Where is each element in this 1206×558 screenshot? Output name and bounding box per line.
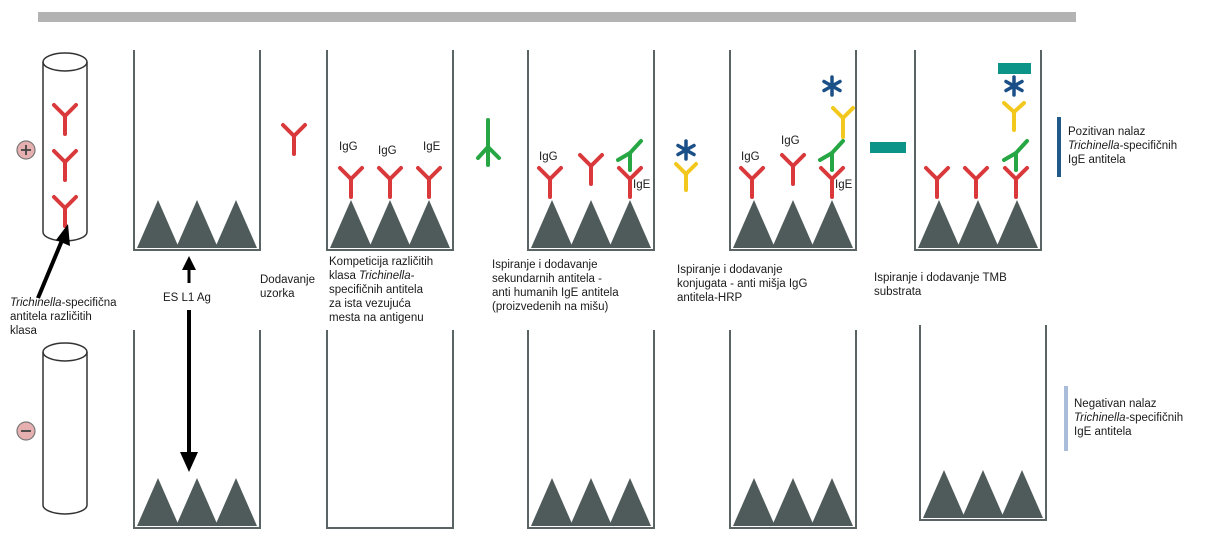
well4-igg-2: IgG xyxy=(781,135,800,147)
positive-legend-label: Pozitivan nalaz Trichinella-specifičnih … xyxy=(1068,126,1178,166)
tube-negative xyxy=(42,342,88,515)
well-top-5 xyxy=(914,50,1042,251)
well-top-1 xyxy=(133,50,261,251)
minus-sign-icon xyxy=(16,421,36,441)
well4-igg-1: IgG xyxy=(741,151,760,163)
antigen-arrow-up xyxy=(182,256,196,283)
antigen-arrow-down xyxy=(180,310,198,472)
negative-legend-label: Negativan nalaz Trichinella-specifičnih … xyxy=(1074,398,1184,438)
sample-label: Dodavanje uzorka xyxy=(260,274,315,300)
conjugate-label: Ispiranje i dodavanje konjugata - anti m… xyxy=(677,264,808,304)
well2-ige: IgE xyxy=(423,141,441,153)
secondary-label: Ispiranje i dodavanje sekundarnih antite… xyxy=(492,259,619,313)
well-top-4 xyxy=(729,50,857,251)
tmb-substrate-free xyxy=(870,142,906,153)
tube-positive xyxy=(42,52,88,242)
tmb-label: Ispiranje i dodavanje TMB substrata xyxy=(874,272,1007,298)
well2-igg-2: IgG xyxy=(378,145,397,157)
tube-label: Trichinella-specifična antitela različit… xyxy=(10,297,117,337)
well-top-3 xyxy=(527,50,655,251)
plus-sign-icon xyxy=(16,140,36,160)
tube-pointer-arrow xyxy=(36,224,70,299)
well3-igg: IgG xyxy=(539,151,558,163)
header-bar xyxy=(38,12,1076,22)
well3-ige: IgE xyxy=(633,179,651,191)
tmb-substrate-bar xyxy=(998,63,1031,74)
competition-label: Kompeticija različitih klasa Trichinella… xyxy=(329,256,434,324)
well4-ige: IgE xyxy=(835,179,853,191)
asterisk-star-icon xyxy=(676,139,696,161)
secondary-antibody xyxy=(476,118,501,167)
negative-legend-bar xyxy=(1064,386,1068,451)
sample-antibody xyxy=(281,123,307,156)
conjugate-antibody xyxy=(674,139,698,192)
well-bottom-4 xyxy=(729,330,857,529)
well2-igg-1: IgG xyxy=(339,141,358,153)
asterisk-star-icon xyxy=(1004,75,1024,97)
asterisk-star-icon xyxy=(822,75,842,97)
antigen-label: ES L1 Ag xyxy=(163,292,211,304)
positive-legend-bar xyxy=(1057,117,1061,177)
well-bottom-3 xyxy=(527,330,655,529)
well-bottom-5 xyxy=(919,325,1047,521)
well-bottom-1 xyxy=(133,330,261,529)
well-bottom-2 xyxy=(326,330,454,529)
well-top-2 xyxy=(326,50,454,251)
